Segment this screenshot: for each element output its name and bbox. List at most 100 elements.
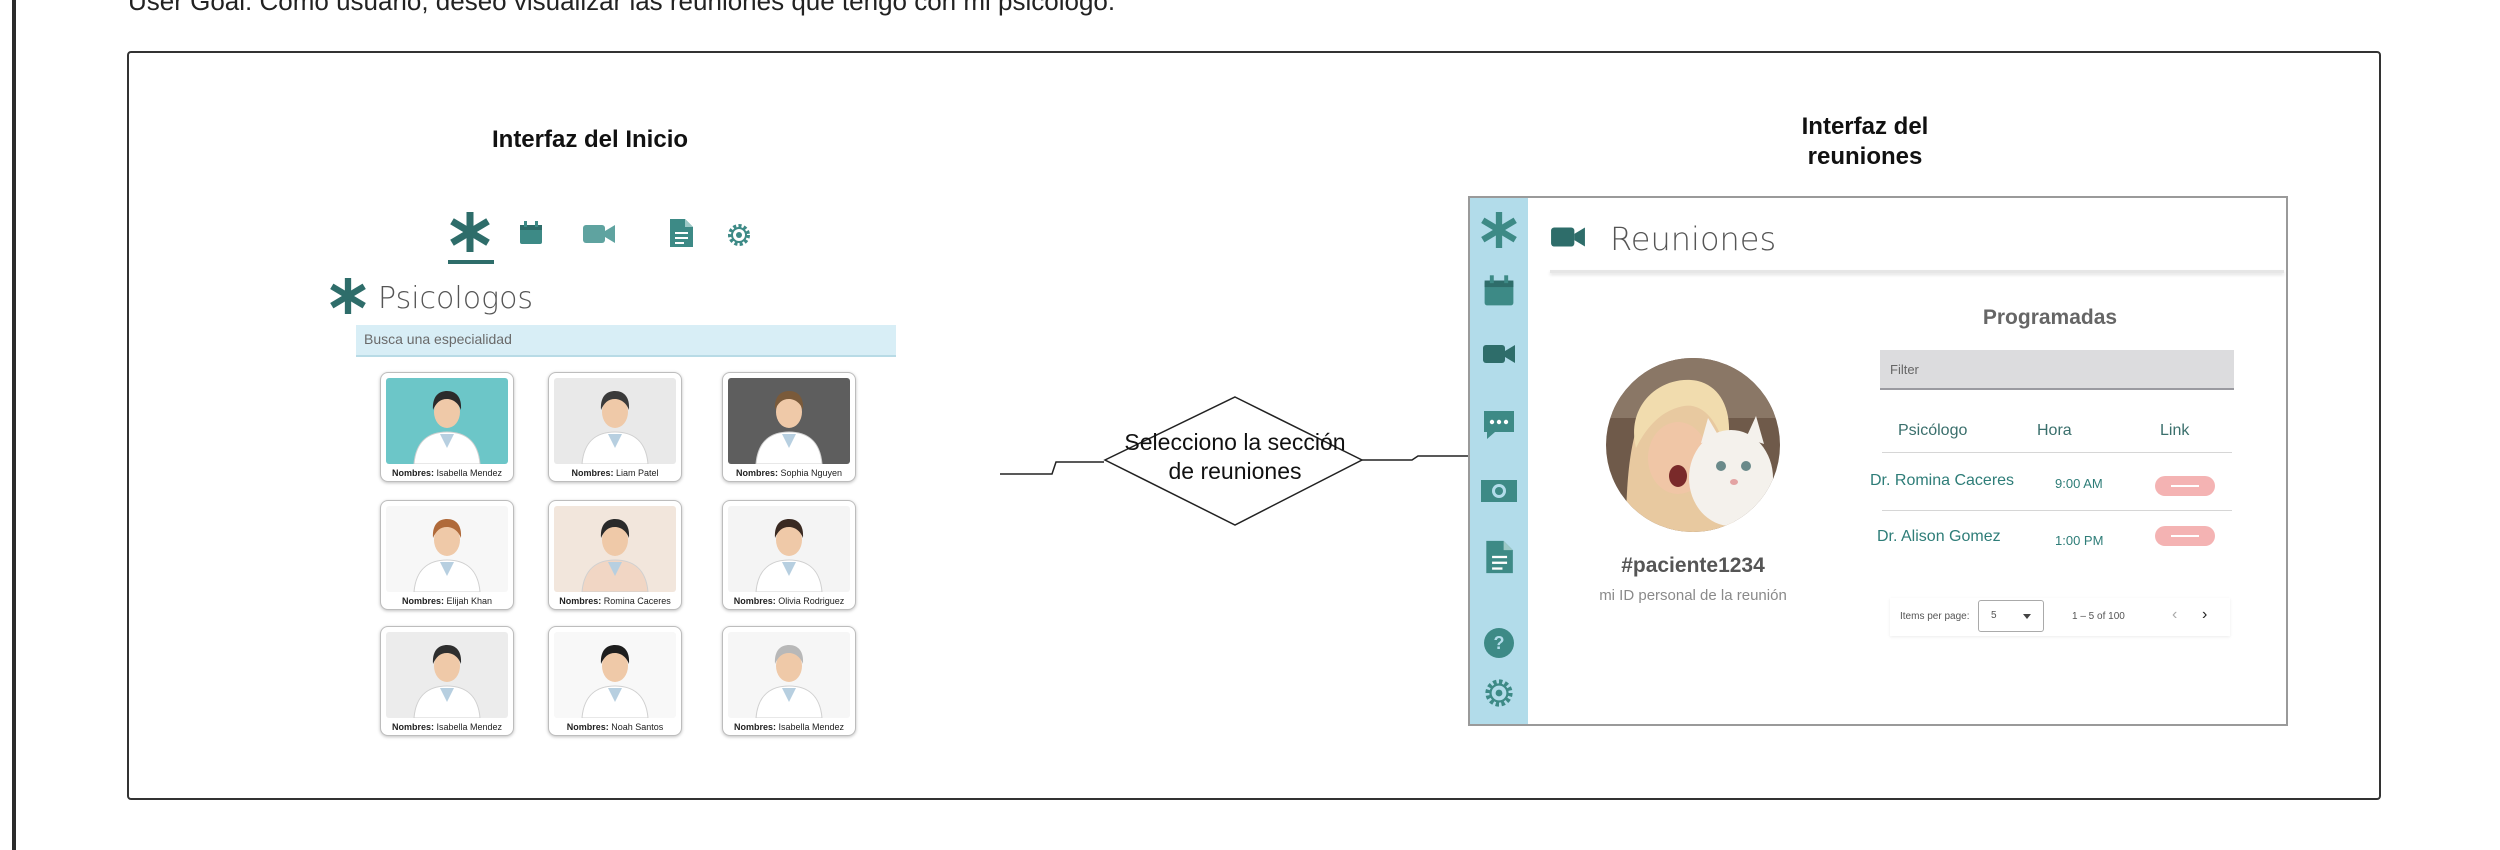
scheduled-title: Programadas: [1982, 306, 2118, 329]
paginator: Items per page: 5 1 – 5 of 100 ‹ ›: [1890, 598, 2230, 636]
header-divider: [1550, 270, 2284, 273]
meeting-link-button[interactable]: [2155, 526, 2215, 546]
previous-page-button[interactable]: ‹: [2172, 606, 2178, 623]
chevron-down-icon: [2023, 614, 2031, 619]
calendar-icon[interactable]: [1470, 274, 1528, 308]
cell-hora: 1:00 PM: [2055, 533, 2104, 548]
patient-id: #paciente1234: [1621, 554, 1765, 577]
meetings-mockup: ? Reuniones #paciente1234 mi ID persona: [1468, 196, 2288, 726]
gear-icon[interactable]: [724, 220, 754, 255]
connector-line-left: [1000, 461, 1104, 475]
filter-input[interactable]: Filter: [1880, 350, 2234, 390]
psychologist-card[interactable]: Nombres: Isabella Mendez: [380, 626, 514, 736]
home-nav-bar: [440, 210, 760, 270]
specialty-search-input[interactable]: Busca una especialidad: [356, 325, 896, 357]
psychologist-name: Nombres: Romina Caceres: [549, 596, 681, 606]
name-value: Isabella Mendez: [778, 722, 845, 732]
name-prefix: Nombres:: [559, 596, 602, 606]
gear-icon[interactable]: [1470, 676, 1528, 710]
svg-text:?: ?: [1494, 633, 1505, 653]
psychologist-name: Nombres: Olivia Rodriguez: [723, 596, 855, 606]
psychologist-name: Nombres: Liam Patel: [549, 468, 681, 478]
asterisk-icon[interactable]: [1470, 212, 1528, 248]
psychologist-name: Nombres: Isabella Mendez: [381, 468, 513, 478]
name-value: Olivia Rodriguez: [778, 596, 845, 606]
name-value: Isabella Mendez: [436, 468, 503, 478]
column-header-link[interactable]: Link: [2160, 422, 2190, 439]
home-interface-title: Interfaz del Inicio: [491, 126, 689, 153]
psychologist-name: Nombres: Isabella Mendez: [723, 722, 855, 732]
psychologist-photo: [554, 506, 676, 592]
patient-avatar: [1606, 358, 1780, 532]
decision-label-line2: de reuniones: [1168, 458, 1302, 484]
psychologist-card[interactable]: Nombres: Isabella Mendez: [722, 626, 856, 736]
user-goal-text: User Goal: Como usuario, deseo visualiza…: [128, 0, 1116, 16]
money-icon[interactable]: [1470, 476, 1528, 506]
psychologist-photo: [728, 378, 850, 464]
chat-icon[interactable]: [1470, 408, 1528, 442]
psychologists-heading: Psicologos: [330, 277, 534, 319]
psychologist-card[interactable]: Nombres: Elijah Khan: [380, 500, 514, 610]
name-prefix: Nombres:: [733, 722, 776, 732]
name-prefix: Nombres:: [401, 596, 444, 606]
meetings-sidebar: ?: [1470, 198, 1528, 724]
decision-label-line1: Selecciono la sección: [1124, 429, 1346, 455]
name-value: Isabella Mendez: [436, 722, 503, 732]
video-camera-icon: [1550, 224, 1586, 255]
video-camera-icon[interactable]: [582, 222, 616, 251]
name-value: Noah Santos: [611, 722, 664, 732]
psychologists-title: Psicologos: [378, 281, 534, 316]
psychologist-photo: [554, 632, 676, 718]
psychologist-name: Nombres: Sophia Nguyen: [723, 468, 855, 478]
document-icon[interactable]: [668, 218, 694, 253]
page-size-select[interactable]: 5: [1978, 600, 2044, 632]
help-icon[interactable]: ?: [1470, 626, 1528, 660]
asterisk-icon: [330, 277, 366, 319]
document-icon[interactable]: [1470, 538, 1528, 576]
psychologist-photo: [386, 378, 508, 464]
name-value: Liam Patel: [616, 468, 659, 478]
next-page-button[interactable]: ›: [2202, 606, 2208, 623]
psychologist-card[interactable]: Nombres: Noah Santos: [548, 626, 682, 736]
name-prefix: Nombres:: [566, 722, 609, 732]
psychologist-photo: [728, 506, 850, 592]
patient-id-caption: mi ID personal de la reunión: [1599, 587, 1787, 604]
psychologist-card[interactable]: Nombres: Romina Caceres: [548, 500, 682, 610]
psychologist-name: Nombres: Elijah Khan: [381, 596, 513, 606]
column-header-hora[interactable]: Hora: [2037, 422, 2072, 439]
psychologist-card[interactable]: Nombres: Olivia Rodriguez: [722, 500, 856, 610]
psychologist-photo: [554, 378, 676, 464]
asterisk-icon[interactable]: [450, 211, 490, 257]
decision-label: Selecciono la sección de reuniones: [1100, 428, 1370, 486]
name-prefix: Nombres:: [391, 722, 434, 732]
psychologist-card[interactable]: Nombres: Sophia Nguyen: [722, 372, 856, 482]
psychologist-card[interactable]: Nombres: Liam Patel: [548, 372, 682, 482]
active-tab-underline: [448, 260, 494, 264]
meetings-header: Reuniones: [1550, 220, 1776, 258]
psychologist-name: Nombres: Noah Santos: [549, 722, 681, 732]
meeting-link-button[interactable]: [2155, 476, 2215, 496]
header-divider-line: [1882, 452, 2232, 453]
meetings-title-line2: reuniones: [1807, 143, 1923, 170]
name-value: Romina Caceres: [603, 596, 671, 606]
psychologist-photo: [728, 632, 850, 718]
page-range: 1 – 5 of 100: [2072, 611, 2125, 622]
psychologist-card[interactable]: Nombres: Isabella Mendez: [380, 372, 514, 482]
decision-diamond: [1103, 396, 1364, 526]
diagram-frame: [127, 51, 2381, 800]
cell-psicologo: Dr. Romina Caceres: [1870, 472, 2015, 489]
psychologist-name: Nombres: Isabella Mendez: [381, 722, 513, 732]
calendar-icon[interactable]: [518, 220, 544, 251]
meetings-interface-title: Interfaz del reuniones: [1700, 112, 2030, 172]
cell-psicologo: Dr. Alison Gomez: [1877, 528, 2001, 545]
name-value: Elijah Khan: [446, 596, 493, 606]
column-header-psicologo[interactable]: Psicólogo: [1898, 422, 1968, 439]
video-camera-icon[interactable]: [1470, 342, 1528, 366]
psychologist-photo: [386, 506, 508, 592]
cell-hora: 9:00 AM: [2055, 476, 2103, 491]
name-prefix: Nombres:: [391, 468, 434, 478]
name-prefix: Nombres:: [571, 468, 614, 478]
meetings-title-line1: Interfaz del: [1801, 113, 1929, 140]
left-border: [12, 0, 16, 850]
